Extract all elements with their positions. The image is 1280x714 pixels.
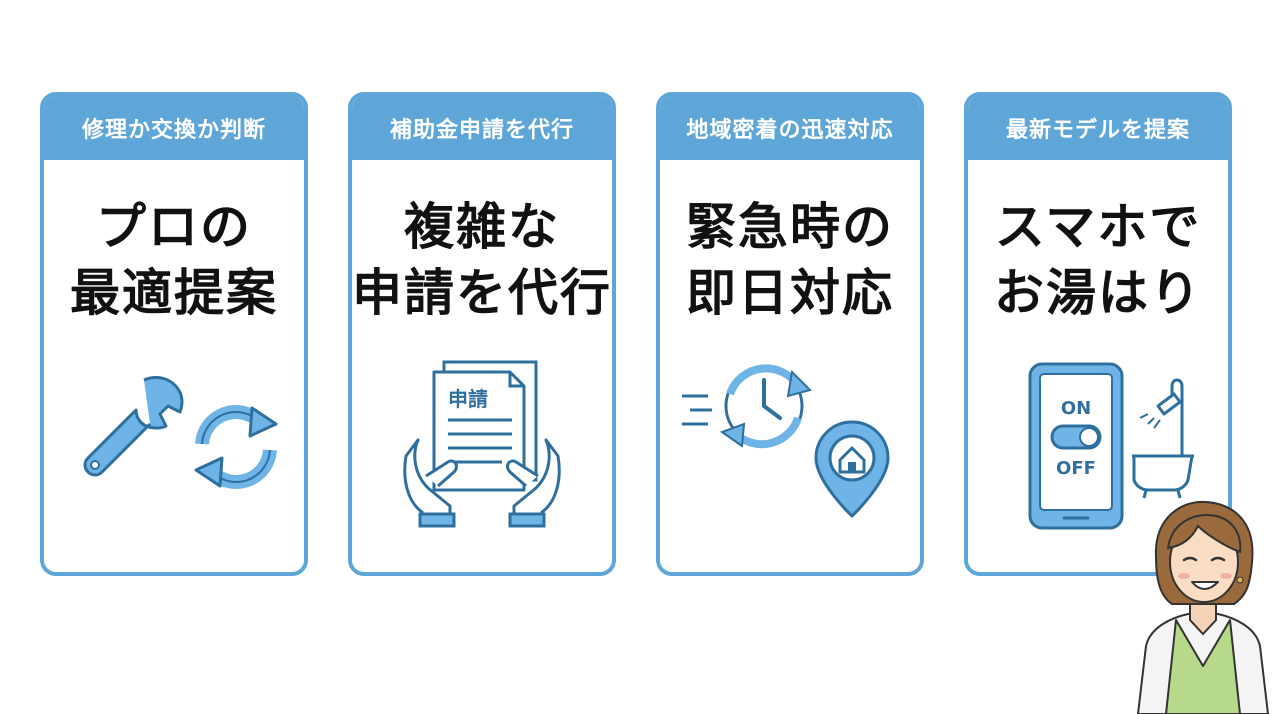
smartphone-icon: ON OFF xyxy=(1028,362,1124,530)
card-title: 複雑な 申請を代行 xyxy=(352,194,612,326)
card-illustration: 申請 xyxy=(352,356,612,536)
card-title-line1: プロの xyxy=(96,198,252,256)
card-title-line1: スマホで xyxy=(994,198,1202,256)
card-header: 補助金申請を代行 xyxy=(352,96,612,160)
location-pin-icon xyxy=(814,420,890,518)
card-subsidy: 補助金申請を代行 複雑な 申請を代行 申請 xyxy=(348,92,616,576)
document-label: 申請 xyxy=(448,387,488,411)
hands-icon xyxy=(403,438,561,528)
card-title-line2: 最適提案 xyxy=(70,264,278,322)
card-illustration: ON OFF xyxy=(968,356,1228,536)
card-title-line2: 申請を代行 xyxy=(352,264,612,322)
bathtub-icon xyxy=(1132,454,1194,499)
card-illustration xyxy=(660,356,920,536)
card-title-line1: 複雑な xyxy=(404,198,560,256)
card-latest-model: 最新モデルを提案 スマホで お湯はり ON OFF xyxy=(964,92,1232,576)
card-header: 修理か交換か判断 xyxy=(44,96,304,160)
home-icon xyxy=(838,446,866,474)
wrench-icon xyxy=(83,376,184,477)
card-title: プロの 最適提案 xyxy=(44,194,304,326)
document-icon: 申請 xyxy=(432,360,538,492)
card-title: スマホで お湯はり xyxy=(968,194,1228,326)
card-emergency: 地域密着の迅速対応 緊急時の 即日対応 xyxy=(656,92,924,576)
on-label: ON xyxy=(1061,398,1091,419)
card-title-line2: 即日対応 xyxy=(686,264,894,322)
card-header: 地域密着の迅速対応 xyxy=(660,96,920,160)
off-label: OFF xyxy=(1056,458,1096,479)
person-illustration xyxy=(1128,496,1278,714)
card-header: 最新モデルを提案 xyxy=(968,96,1228,160)
card-title-line1: 緊急時の xyxy=(686,198,894,256)
toggle-switch-icon xyxy=(1050,424,1102,450)
card-illustration xyxy=(44,356,304,536)
card-title-line2: お湯はり xyxy=(994,264,1202,322)
card-pro-proposal: 修理か交換か判断 プロの 最適提案 xyxy=(40,92,308,576)
shower-icon xyxy=(1139,378,1184,456)
refresh-icon xyxy=(194,405,278,489)
card-title: 緊急時の 即日対応 xyxy=(660,194,920,326)
clock-icon xyxy=(682,364,812,449)
woman-avatar xyxy=(1137,500,1269,714)
